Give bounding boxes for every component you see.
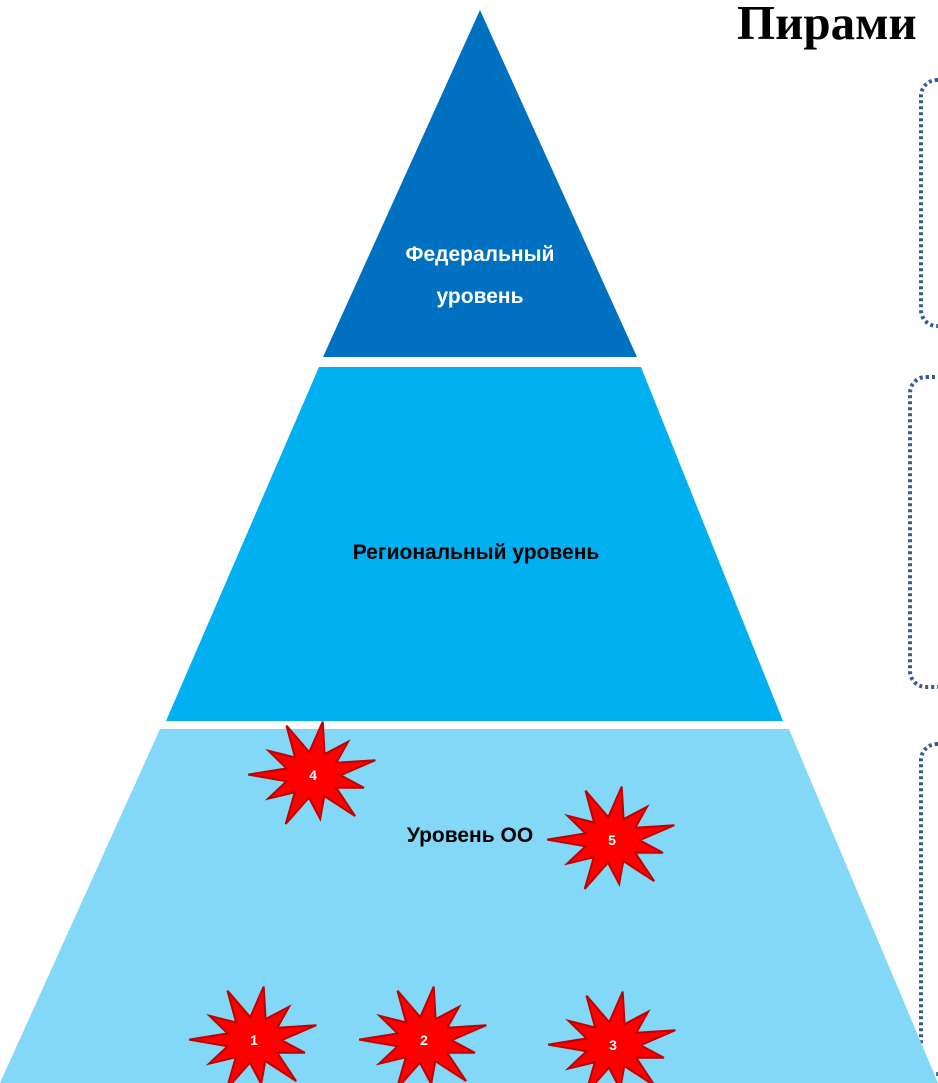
side-box-oo (919, 742, 938, 1076)
tier-federal-label-line2: уровень (436, 285, 524, 308)
burst-icon (189, 986, 317, 1083)
tier-oo-shape (0, 729, 938, 1083)
marker-5: 5 (547, 786, 675, 890)
tier-federal-label-line1: Федеральный (405, 243, 555, 266)
page-title: Пирами (737, 0, 917, 50)
burst-icon (548, 991, 676, 1083)
marker-label: 3 (609, 1037, 617, 1053)
tier-regional-shape (166, 367, 783, 721)
burst-icon (547, 786, 675, 890)
tier-federal-label: Федеральный уровень (364, 234, 596, 318)
tier-regional-label: Региональный уровень (352, 541, 600, 564)
marker-label: 5 (608, 832, 616, 848)
marker-2: 2 (359, 986, 487, 1083)
markers-layer: 1 2 3 4 5 (189, 721, 676, 1083)
side-box-regional (908, 375, 938, 689)
marker-4: 4 (248, 721, 376, 825)
marker-3: 3 (548, 991, 676, 1083)
side-box-federal (919, 78, 938, 328)
burst-icon (248, 721, 376, 825)
marker-1: 1 (189, 986, 317, 1083)
marker-label: 4 (309, 767, 317, 783)
burst-icon (359, 986, 487, 1083)
marker-label: 1 (250, 1032, 258, 1048)
tier-federal-shape (323, 10, 637, 357)
marker-label: 2 (420, 1032, 428, 1048)
tier-oo-label: Уровень ОО (406, 824, 534, 847)
